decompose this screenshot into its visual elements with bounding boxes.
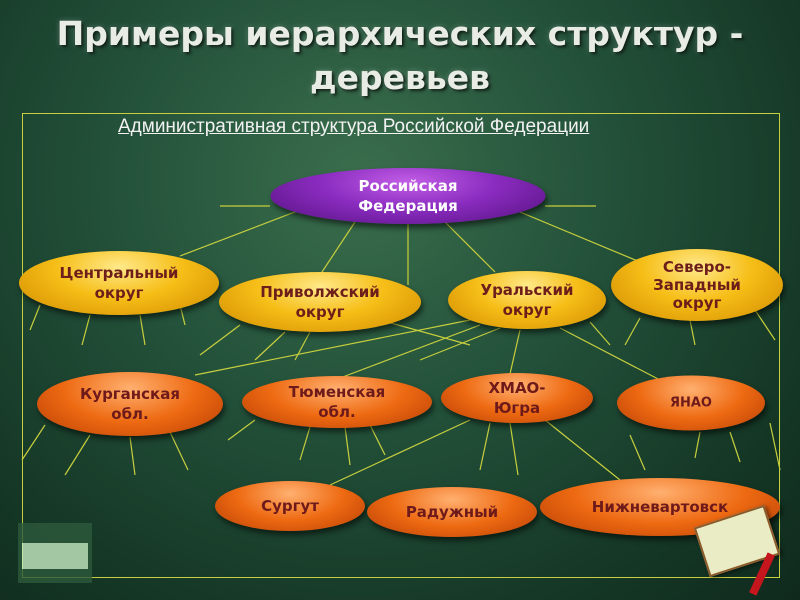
node-kurgan-oblast: Курганская обл. [37,372,223,436]
connector-line [769,422,781,471]
connector-line [589,321,611,346]
node-label: округ [94,284,144,302]
connector-line [344,426,351,466]
node-label: округ [672,294,722,312]
connector-line [21,424,46,461]
connector-line [369,424,386,456]
node-label: Уральский [480,281,574,299]
node-tyumen-oblast: Тюменская обл. [242,376,432,428]
connector-line [29,304,41,331]
connector-line [729,431,741,463]
node-khmao-yugra: ХМАО- Югра [441,373,593,423]
connector-line [379,319,471,346]
node-label: обл. [318,403,356,421]
connector-line [689,319,696,346]
slide-title-line-2: деревьев [309,58,491,97]
connector-line [179,304,186,326]
connector-line [519,211,641,263]
node-label: Федерация [358,197,458,215]
node-raduzhny: Радужный [367,487,537,537]
diagram-frame [22,113,780,578]
connector-line [227,419,256,441]
node-label: округ [295,303,345,321]
connector-line [479,422,491,471]
node-ural-district: Уральский округ [448,271,606,329]
node-volga-district: Приволжский округ [219,272,421,332]
slide-thumbnail-image [18,523,92,583]
connector-line [624,317,641,346]
connector-line [81,314,91,346]
node-label: Приволжский [260,283,380,301]
node-surgut: Сургут [215,481,365,531]
connector-line [179,209,301,257]
connector-line [559,327,661,381]
connector-line [329,419,471,486]
node-label: Курганская [80,385,180,403]
connector-line [419,327,501,361]
connector-line [199,324,241,356]
connector-line [444,221,496,273]
connector-line [509,329,521,375]
connector-line [169,431,189,471]
node-label: Радужный [405,503,499,521]
connector-line [254,331,286,361]
node-label: обл. [111,405,149,423]
node-label: ХМАО- [488,379,546,397]
connector-line [139,314,146,346]
node-label: Тюменская [288,383,386,401]
connector-line [694,431,701,459]
node-yanao: ЯНАО [617,375,765,431]
node-label: Центральный [59,264,179,282]
connector-line [194,319,471,376]
connector-line [339,324,481,379]
connector-line [299,426,311,461]
node-label: Сургут [261,497,319,515]
connector-line [129,436,136,476]
node-label: округ [502,301,552,319]
connector-line [319,221,356,276]
connector-line [544,419,621,481]
slide-title-line-1: Примеры иерархических структур - [56,14,744,53]
connector-line [294,331,311,361]
connector-line [509,422,519,476]
connector-line [629,434,646,471]
node-label: Западный [653,276,741,294]
node-label: Северо- [662,258,732,276]
connector-line [64,434,91,476]
node-label: Нижневартовск [591,498,729,516]
node-central-district: Центральный округ [19,251,219,315]
node-label: ЯНАО [669,395,712,410]
node-label: Российская [358,177,458,195]
connector-line [754,309,776,341]
node-label: Югра [493,399,541,417]
diagram-subtitle: Административная структура Российской Фе… [118,116,590,137]
